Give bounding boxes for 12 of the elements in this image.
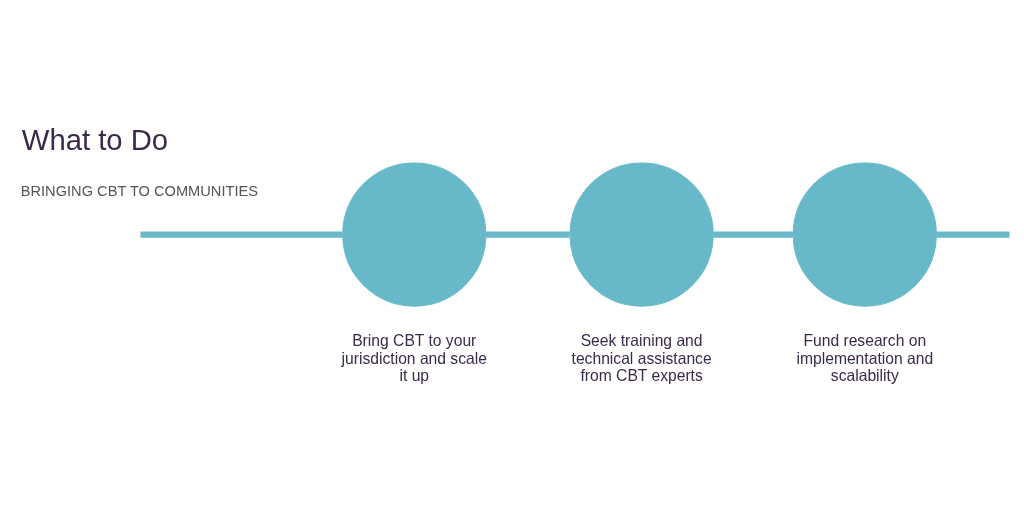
label: BRINGING CBT TO COMMUNITIES — [20, 182, 258, 199]
node-circle — [792, 161, 937, 307]
node-label: Seek training and technical assistance from CBT experts — [571, 331, 712, 384]
connector — [936, 230, 1010, 238]
connector — [485, 230, 570, 238]
node-circle — [342, 161, 487, 307]
node-label: Bring CBT to your jurisdiction and scale it up — [341, 331, 487, 384]
connector — [713, 230, 794, 238]
connector — [140, 230, 343, 238]
node-circle — [569, 161, 714, 307]
diagram-title: What to Do — [21, 123, 169, 156]
node-label: Fund research on implementation and scalability — [796, 331, 934, 384]
